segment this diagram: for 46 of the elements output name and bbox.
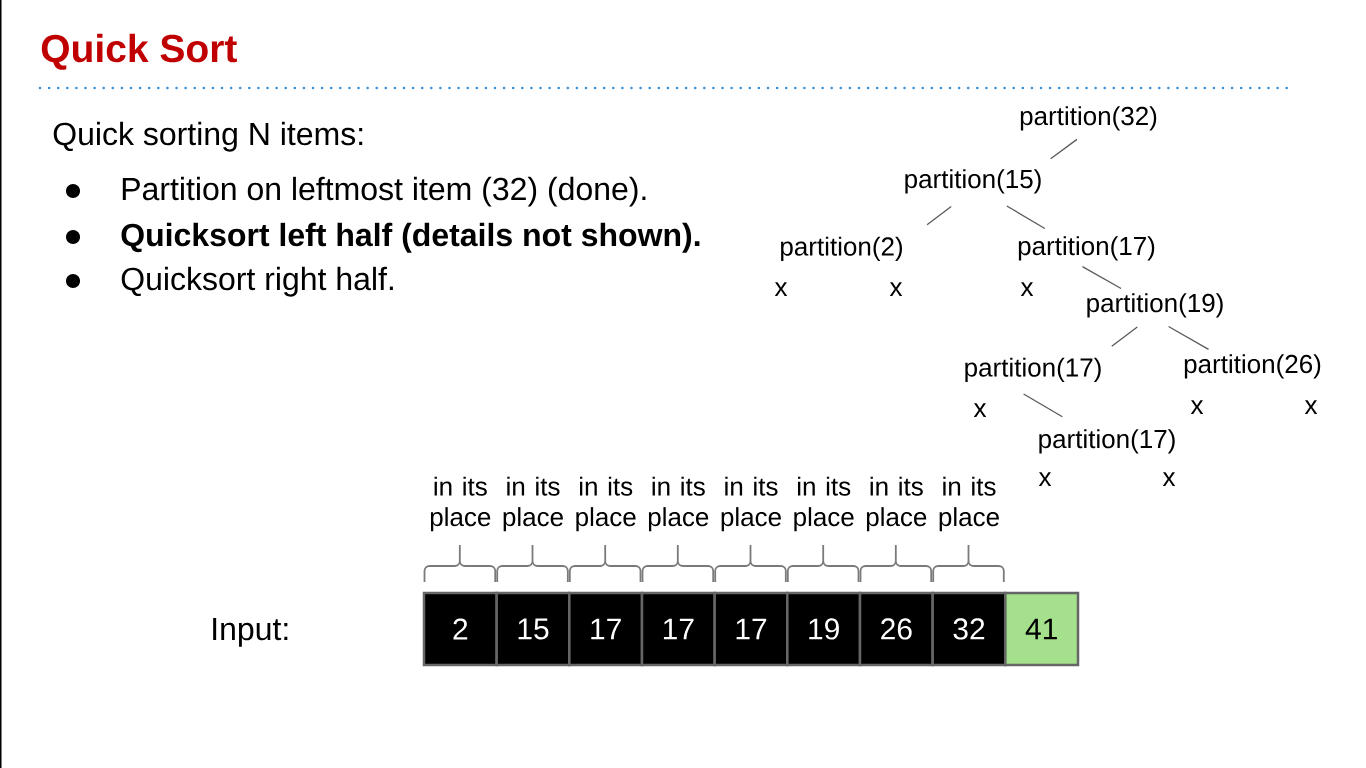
cell-annotation: in its place [576, 476, 636, 532]
cell-annotation: in its place [866, 476, 927, 532]
intro-text: Quick sorting N items: [53, 121, 363, 152]
call-label: partition(26) [1184, 354, 1321, 379]
bullet-text: Quicksort left half (details not shown). [121, 222, 700, 253]
null-marker: x [1162, 472, 1176, 486]
call-label: partition(32) [1020, 106, 1157, 131]
null-marker: x [1020, 282, 1034, 296]
null-marker: x [973, 403, 987, 417]
tree-line [1111, 326, 1138, 347]
tree-line [1022, 393, 1064, 418]
call-label: partition(2) [781, 236, 902, 261]
call-label: partition(19) [1087, 293, 1223, 318]
bullet-text: Partition on leftmost item (32) (done). [122, 176, 646, 207]
cell-annotation: in its place [503, 476, 563, 532]
slide-title: Quick Sort [41, 33, 237, 70]
null-marker: x [1190, 400, 1204, 414]
cell-annotation: in its place [794, 476, 854, 532]
cell-annotation: in its place [430, 476, 491, 532]
cell-annotation: in its place [721, 476, 781, 532]
tree-line [1050, 138, 1078, 160]
cell-annotation: in its place [939, 476, 999, 532]
call-label: partition(15) [905, 169, 1041, 194]
tree-line [1167, 325, 1210, 350]
null-marker: x [1038, 472, 1052, 486]
row-label: Input: [213, 618, 288, 647]
call-label: partition(17) [1039, 429, 1175, 454]
array-cell: 17 [640, 591, 716, 667]
tree-line [926, 205, 952, 226]
array-cell: 17 [568, 591, 644, 667]
array-cell: 32 [931, 591, 1007, 667]
cell-annotation: in its place [648, 476, 709, 532]
array-cell: 19 [786, 591, 862, 667]
tree-line [1081, 266, 1122, 290]
null-marker: x [889, 282, 903, 296]
array-cell: 26 [858, 591, 934, 667]
array-cell: 15 [495, 591, 571, 667]
tree-line [1006, 205, 1046, 230]
array-cell: 17 [713, 591, 789, 667]
bullet-text: Quicksort right half. [121, 266, 393, 297]
null-marker: x [774, 282, 788, 296]
array-cell: 2 [422, 591, 498, 667]
array-cell: 41 [1004, 591, 1080, 667]
null-marker: x [1304, 400, 1318, 414]
call-label: partition(17) [965, 357, 1101, 382]
call-label: partition(17) [1018, 236, 1155, 261]
